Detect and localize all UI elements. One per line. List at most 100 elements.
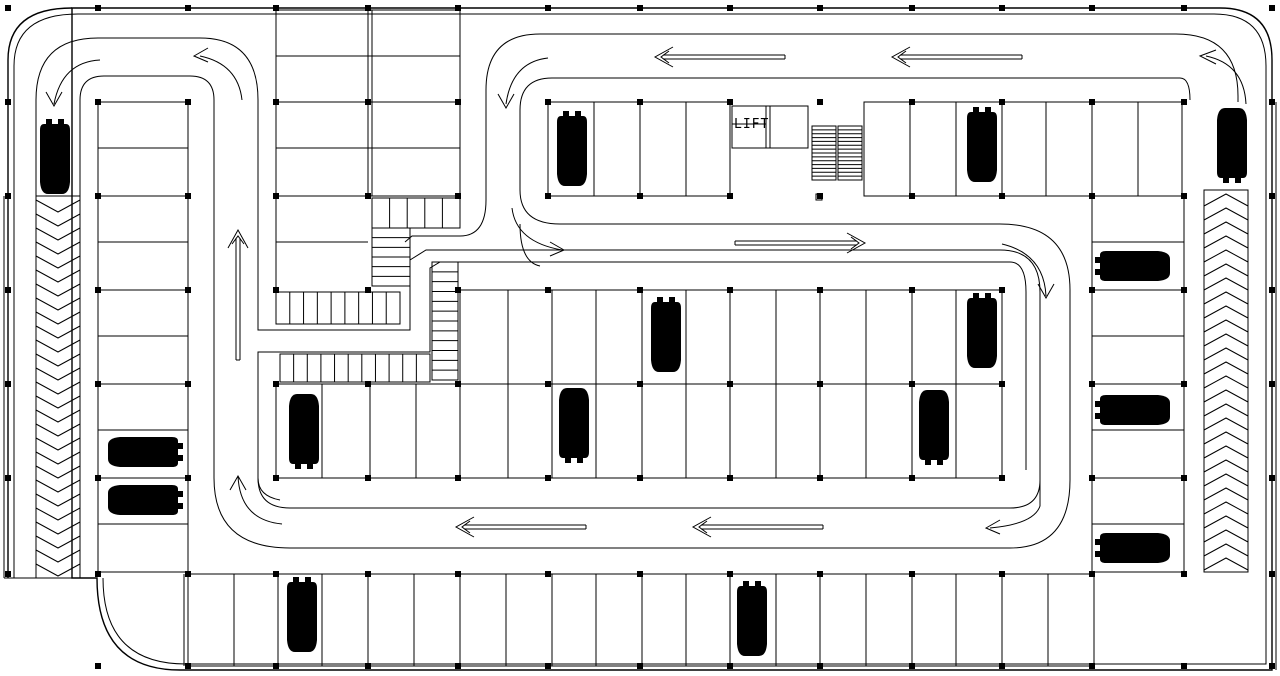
structural-column-icon <box>1269 5 1275 11</box>
structural-column-icon <box>5 287 11 293</box>
chevron-ramp-icon <box>1203 305 1249 319</box>
structural-column-icon <box>909 571 915 577</box>
structural-column-icon <box>817 571 823 577</box>
chevron-ramp-icon <box>35 437 81 451</box>
structural-column-icon <box>999 571 1005 577</box>
chevron-ramp-icon <box>1203 431 1249 445</box>
structural-column-icon <box>455 663 461 669</box>
arrow-top-2 <box>891 46 1023 68</box>
structural-column-icon <box>5 193 11 199</box>
chevron-ramp-icon <box>35 199 81 213</box>
structural-column-icon <box>455 475 461 481</box>
structural-column-icon <box>817 663 823 669</box>
structural-column-icon <box>727 571 733 577</box>
structural-column-icon <box>1089 663 1095 669</box>
structural-column-icon <box>95 5 101 11</box>
structural-column-icon <box>455 381 461 387</box>
car-topview-icon <box>967 293 997 368</box>
structural-column-icon <box>545 287 551 293</box>
structural-column-icon <box>273 287 279 293</box>
chevron-ramp-icon <box>35 325 81 339</box>
structural-column-icon <box>185 475 191 481</box>
chevron-ramp-icon <box>35 213 81 227</box>
structural-column-icon <box>999 99 1005 105</box>
structural-column-icon <box>545 381 551 387</box>
car-topview-icon <box>108 437 183 467</box>
traffic-arrows <box>45 46 1247 538</box>
chevron-ramp-icon <box>35 535 81 549</box>
chevron-ramp-icon <box>35 367 81 381</box>
structural-column-icon <box>637 475 643 481</box>
structural-column-icon <box>999 475 1005 481</box>
chevron-ramp-icon <box>1203 543 1249 557</box>
parking-bays <box>97 9 1185 667</box>
curved-arrow-right-bottom <box>984 424 1041 535</box>
car-topview-icon <box>559 388 589 463</box>
chevron-ramp-icon <box>1203 333 1249 347</box>
staircase-lower-a <box>431 261 459 381</box>
chevron-ramp-icon <box>1203 207 1249 221</box>
lift-core: LIFT <box>731 105 823 201</box>
chevron-ramp-icon <box>35 409 81 423</box>
structural-column-icon <box>727 99 733 105</box>
structural-column-icon <box>185 571 191 577</box>
structural-column-icon <box>727 287 733 293</box>
structural-column-icon <box>185 5 191 11</box>
structural-column-icon <box>95 571 101 577</box>
structural-column-icon <box>273 663 279 669</box>
chevron-ramp-icon <box>35 297 81 311</box>
car-topview-icon <box>1095 395 1170 425</box>
chevron-ramp-icon <box>35 353 81 367</box>
chevron-ramp-icon <box>1203 529 1249 543</box>
structural-column-icon <box>1089 381 1095 387</box>
ramp-left <box>35 195 81 579</box>
chevron-ramp-icon <box>1203 403 1249 417</box>
chevron-ramp-icon <box>1203 347 1249 361</box>
chevron-ramp-icon <box>1203 235 1249 249</box>
structural-column-icon <box>95 381 101 387</box>
structural-column-icon <box>817 99 823 105</box>
structural-column-icon <box>637 193 643 199</box>
structural-column-icon <box>5 99 11 105</box>
structural-column-icon <box>1181 193 1187 199</box>
car-topview-icon <box>108 485 183 515</box>
outer-boundary <box>3 7 1277 671</box>
structural-column-icon <box>95 287 101 293</box>
structural-column-icon <box>1181 381 1187 387</box>
structural-column-icon <box>1181 5 1187 11</box>
chevron-ramp-icon <box>35 423 81 437</box>
structural-column-icon <box>909 475 915 481</box>
chevron-ramp-icon <box>1203 375 1249 389</box>
structural-column-icon <box>273 99 279 105</box>
staircase-lift-b <box>837 125 863 181</box>
structural-column-icon <box>817 475 823 481</box>
structural-column-icon <box>817 287 823 293</box>
structural-column-icon <box>1181 99 1187 105</box>
staircases <box>275 125 863 383</box>
car-topview-icon <box>289 394 319 469</box>
chevron-ramp-icon <box>1203 193 1249 207</box>
staircase-lower-b <box>279 353 431 383</box>
structural-column-icon <box>365 193 371 199</box>
chevron-ramp-icon <box>35 549 81 563</box>
structural-column-icon <box>637 571 643 577</box>
structural-column-icon <box>545 193 551 199</box>
structural-column-icon <box>185 99 191 105</box>
chevron-ramp-icon <box>35 381 81 395</box>
structural-column-icon <box>1181 475 1187 481</box>
curved-arrow-top-left-2 <box>192 47 243 101</box>
structural-column-icon <box>273 381 279 387</box>
structural-column-icon <box>185 663 191 669</box>
structural-column-icon <box>455 571 461 577</box>
staircase-upper-a <box>371 197 461 229</box>
structural-column-icon <box>95 475 101 481</box>
chevron-ramp-icon <box>35 465 81 479</box>
structural-column-icon <box>1181 571 1187 577</box>
structural-column-icon <box>1269 571 1275 577</box>
ramp-right <box>1203 189 1249 573</box>
structural-column-icon <box>1269 193 1275 199</box>
curved-arrow-right-down <box>1001 243 1055 300</box>
curved-arrow-center-top <box>497 57 549 110</box>
chevron-ramp-icon <box>1203 277 1249 291</box>
staircase-upper-c <box>275 291 401 325</box>
